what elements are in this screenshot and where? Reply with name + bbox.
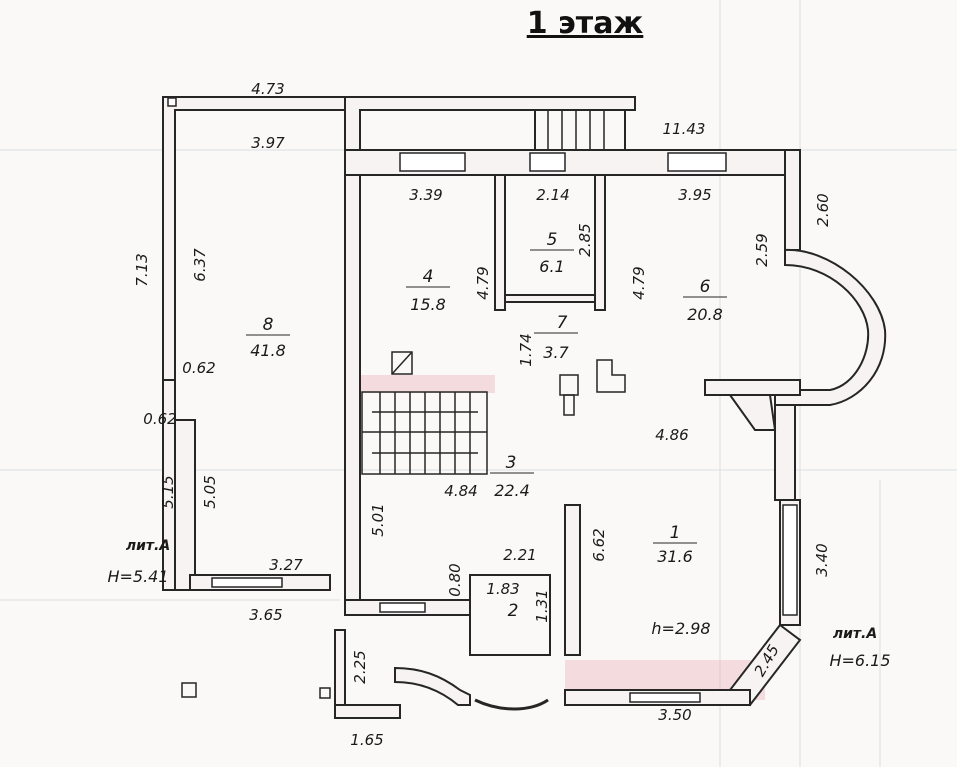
dimension-2-14: 2.14 [536, 186, 569, 204]
dimension-11-43: 11.43 [663, 120, 706, 138]
dimension-2-25: 2.25 [351, 650, 369, 683]
room-labels: 1 31.6 2 3 22.4 4 15.8 5 6.1 6 20.8 7 3.7 8 41.8 [246, 230, 727, 621]
fixtures [181, 359, 626, 711]
stair-top [547, 110, 605, 150]
dimension-3-50: 3.50 [658, 706, 691, 724]
dimension-2-21: 2.21 [503, 546, 536, 564]
room-area-3: 22.4 [494, 481, 530, 500]
dimension-0-80: 0.80 [446, 563, 464, 596]
room-area-7: 3.7 [543, 343, 569, 362]
lit-left-label: лит.А [126, 538, 170, 554]
dimension-4-86: 4.86 [655, 426, 688, 444]
dimension-5-01: 5.01 [369, 503, 387, 536]
room-area-4: 15.8 [410, 295, 446, 314]
building-labels: лит.А H=5.41 лит.А H=6.15 h=2.98 [107, 538, 890, 670]
room-number-7: 7 [557, 313, 568, 333]
dimension-4-73: 4.73 [251, 80, 284, 98]
dimension-2-60: 2.60 [814, 193, 832, 226]
main-staircase [361, 351, 488, 475]
height-right-label: H=6.15 [829, 651, 890, 670]
dimension-2-85: 2.85 [576, 223, 594, 256]
room-area-5: 6.1 [539, 257, 564, 276]
dimension-3-40: 3.40 [813, 543, 831, 576]
room-number-6: 6 [700, 277, 711, 297]
dimension-4-79: 4.79 [474, 266, 492, 299]
dimension-5-15: 5.15 [159, 475, 177, 508]
windows [167, 97, 798, 703]
dimension-3-95: 3.95 [678, 186, 711, 204]
room-number-1: 1 [670, 523, 681, 543]
room-area-1: 31.6 [657, 547, 693, 566]
dimension-2-59: 2.59 [753, 233, 771, 266]
dimension-6-62: 6.62 [590, 528, 608, 561]
dimension-1-74: 1.74 [517, 333, 535, 366]
dimension-1-65: 1.65 [350, 731, 383, 749]
ceiling-height-label: h=2.98 [651, 619, 710, 638]
room-area-8: 41.8 [250, 341, 286, 360]
dimension-6-37: 6.37 [191, 248, 209, 282]
dimension-3-97: 3.97 [251, 134, 285, 152]
room-number-3: 3 [506, 453, 517, 473]
room-number-2: 2 [508, 601, 519, 621]
room-number-4: 4 [423, 267, 434, 287]
dimension-0-62: 0.62 [143, 410, 176, 428]
dimension-3-27: 3.27 [269, 556, 303, 574]
dimension-3-39: 3.39 [409, 186, 442, 204]
room-area-6: 20.8 [687, 305, 723, 324]
dimension-0-62: 0.62 [182, 359, 215, 377]
dimension-5-05: 5.05 [201, 475, 219, 508]
room-number-5: 5 [547, 230, 558, 250]
dimension-4-79: 4.79 [630, 266, 648, 299]
dimension-1-83: 1.83 [486, 580, 519, 598]
dimension-1-31: 1.31 [533, 589, 551, 622]
floor-title: 1 этаж [526, 6, 644, 41]
height-left-label: H=5.41 [107, 567, 168, 586]
room-number-8: 8 [263, 315, 274, 335]
dimension-7-13: 7.13 [133, 253, 151, 286]
walls [162, 96, 887, 719]
dimension-3-65: 3.65 [249, 606, 282, 624]
dimension-labels: 4.73 3.97 11.43 3.39 2.14 3.95 2.60 2.59 2.85 4.7… [133, 80, 832, 749]
lit-right-label: лит.А [833, 626, 877, 642]
dimension-4-84: 4.84 [444, 482, 477, 500]
